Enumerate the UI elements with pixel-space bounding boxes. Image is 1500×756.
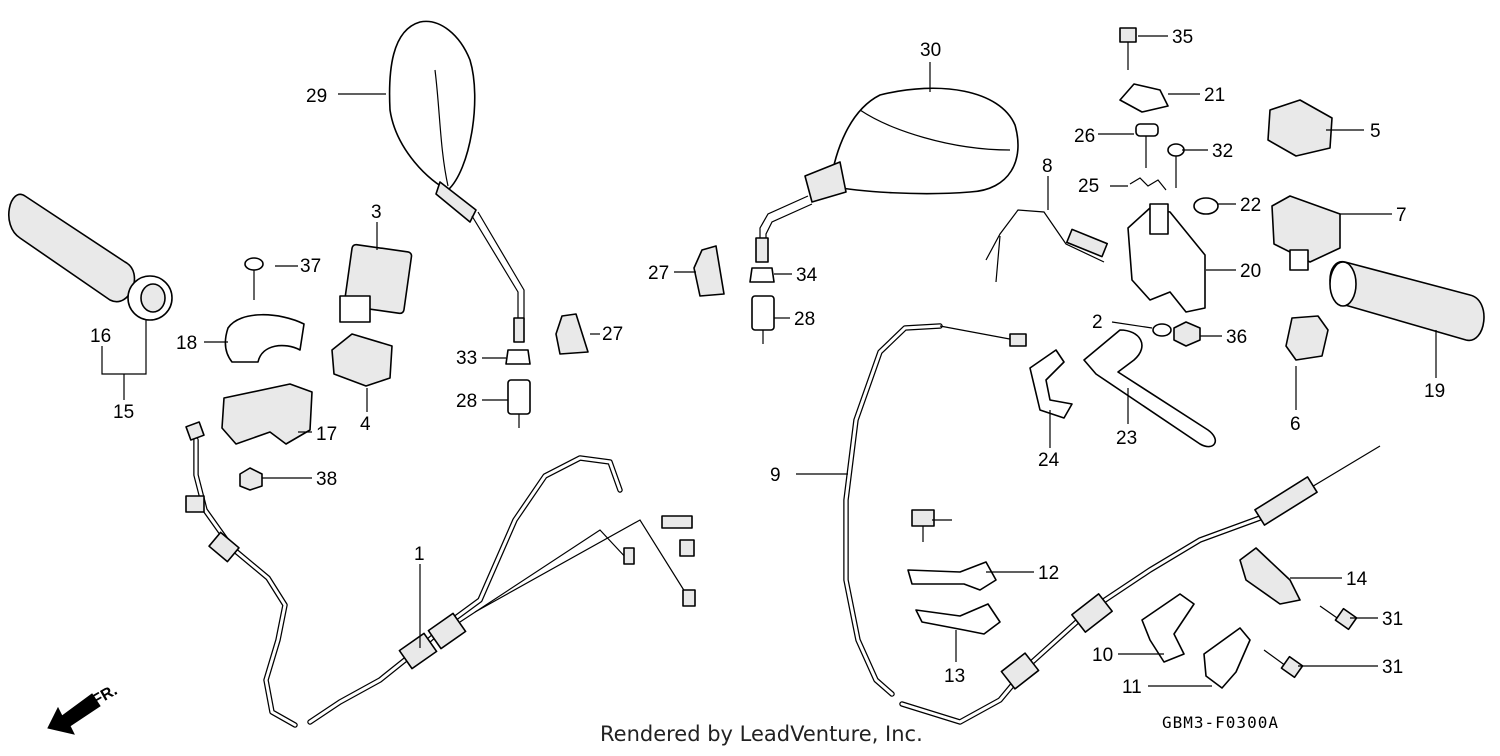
part-36-screw[interactable]	[244, 257, 264, 300]
callout-36: 37	[300, 256, 321, 277]
callout-labels: 29 30 3 37 16 15 18 17 4 38 1 33 28 27 2…	[90, 27, 1445, 698]
part-33-nut-left[interactable]	[505, 349, 531, 365]
part-37-nut[interactable]	[239, 467, 263, 491]
part-4-switch[interactable]	[331, 333, 393, 387]
part-30-mirror[interactable]	[755, 87, 1019, 263]
part-20-bracket[interactable]	[1127, 203, 1206, 313]
callout-23: 23	[1116, 428, 1137, 449]
part-28-bolt-right[interactable]	[751, 295, 775, 344]
part-31-bolt-lower[interactable]	[1263, 649, 1304, 679]
callout-18: 18	[176, 333, 197, 354]
part-16-grip[interactable]	[8, 193, 173, 321]
part-9-cable[interactable]	[843, 323, 1381, 725]
callout-10: 10	[1092, 645, 1113, 666]
callout-25: 25	[1078, 176, 1099, 197]
callout-8: 8	[1042, 156, 1053, 177]
callout-2: 2	[1092, 312, 1103, 333]
part-3-switch[interactable]	[339, 243, 413, 323]
leader-lines	[101, 35, 1437, 687]
callout-15: 15	[113, 402, 134, 423]
callout-6: 6	[1290, 414, 1301, 435]
callout-13: 13	[944, 666, 965, 687]
callout-27-left: 27	[602, 324, 623, 345]
part-14-clamp[interactable]	[1239, 547, 1301, 605]
callout-32: 32	[1212, 141, 1233, 162]
callout-20: 20	[1240, 261, 1261, 282]
credit-text: Rendered by LeadVenture, Inc.	[600, 722, 923, 746]
front-direction-arrow: FR.	[47, 682, 120, 735]
part-26-bolt[interactable]	[1135, 123, 1159, 168]
callout-22: 22	[1240, 195, 1261, 216]
part-34-nut[interactable]	[1173, 321, 1201, 347]
part-19-grip[interactable]	[1329, 261, 1485, 341]
callout-7: 7	[1396, 205, 1407, 226]
callout-34: 36	[1226, 327, 1247, 348]
callout-3: 3	[371, 202, 382, 223]
part-27-boot[interactable]	[693, 245, 725, 297]
part-13-clamp[interactable]	[915, 603, 1001, 635]
part-8-switch-wire[interactable]	[985, 209, 1109, 283]
callout-14: 14	[1346, 569, 1368, 590]
part-31-bolt-upper[interactable]	[1319, 605, 1358, 631]
part-25-spring[interactable]	[1129, 177, 1167, 191]
part-21-clamp[interactable]	[1119, 83, 1169, 113]
callout-19: 19	[1424, 381, 1445, 402]
part-1-cable[interactable]	[185, 421, 696, 728]
part-2-washer[interactable]	[1152, 323, 1172, 337]
part-24-bracket[interactable]	[1029, 349, 1073, 419]
part-10-clamp[interactable]	[1141, 593, 1195, 663]
callout-29: 29	[306, 86, 327, 107]
callout-11: 11	[1122, 677, 1142, 698]
callout-30: 30	[920, 40, 941, 61]
callout-17: 17	[316, 424, 337, 445]
part-23-lever[interactable]	[1083, 329, 1217, 448]
arrow-icon	[47, 693, 101, 735]
callout-21: 21	[1204, 85, 1225, 106]
part-35-bolt[interactable]	[1119, 27, 1137, 70]
callout-31-upper: 31	[1382, 609, 1403, 630]
callout-16: 16	[90, 326, 111, 347]
callout-1: 1	[414, 544, 425, 565]
callout-35: 35	[1172, 27, 1193, 48]
part-7-switch[interactable]	[1271, 195, 1341, 271]
part-38-bolt[interactable]	[911, 509, 935, 542]
part-28-bolt-left[interactable]	[507, 379, 531, 428]
part-33-nut-right[interactable]	[749, 267, 775, 283]
part-27-boot-right[interactable]	[555, 313, 589, 355]
callout-5: 5	[1370, 121, 1381, 142]
callout-33-right: 34	[796, 265, 818, 286]
callout-28-left: 28	[456, 391, 477, 412]
diagram-code: GBM3-F0300A	[1162, 713, 1279, 732]
part-18-housing[interactable]	[224, 313, 305, 363]
part-6-switch[interactable]	[1285, 315, 1329, 361]
callout-12: 12	[1038, 563, 1059, 584]
callout-31-lower: 31	[1382, 657, 1403, 678]
part-11-clamp[interactable]	[1203, 627, 1251, 689]
callout-27-right: 27	[648, 263, 669, 284]
callout-26: 26	[1074, 126, 1095, 147]
callout-28-right: 28	[794, 309, 815, 330]
callout-24: 24	[1038, 450, 1060, 471]
part-32-screw[interactable]	[1167, 143, 1185, 188]
part-12-clamp[interactable]	[907, 561, 997, 591]
callout-4: 4	[360, 414, 371, 435]
part-17-housing[interactable]	[221, 383, 313, 445]
part-29-mirror[interactable]	[388, 20, 525, 343]
callout-9: 9	[770, 465, 781, 486]
part-5-switch[interactable]	[1267, 99, 1333, 157]
callout-37: 38	[316, 469, 337, 490]
callout-33-left: 33	[456, 348, 477, 369]
part-22-cap[interactable]	[1193, 197, 1219, 215]
